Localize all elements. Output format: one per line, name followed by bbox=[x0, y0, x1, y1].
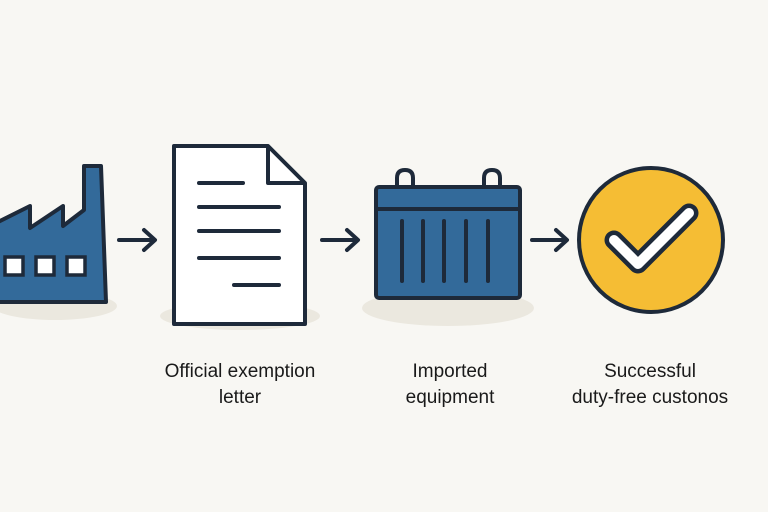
shipping-container-icon bbox=[362, 167, 534, 326]
factory-icon bbox=[0, 164, 117, 320]
arrow-icon bbox=[320, 228, 360, 252]
document-icon bbox=[160, 144, 320, 330]
arrow-icon bbox=[117, 228, 157, 252]
checkmark-circle-icon bbox=[577, 166, 725, 314]
arrow-icon bbox=[530, 228, 569, 252]
step-label-duty-free-customs: Successful duty-free custonos bbox=[571, 361, 729, 408]
step-label-imported-equipment: Imported equipment bbox=[405, 361, 495, 408]
step-label-exemption-letter: Official exemption letter bbox=[164, 361, 316, 408]
